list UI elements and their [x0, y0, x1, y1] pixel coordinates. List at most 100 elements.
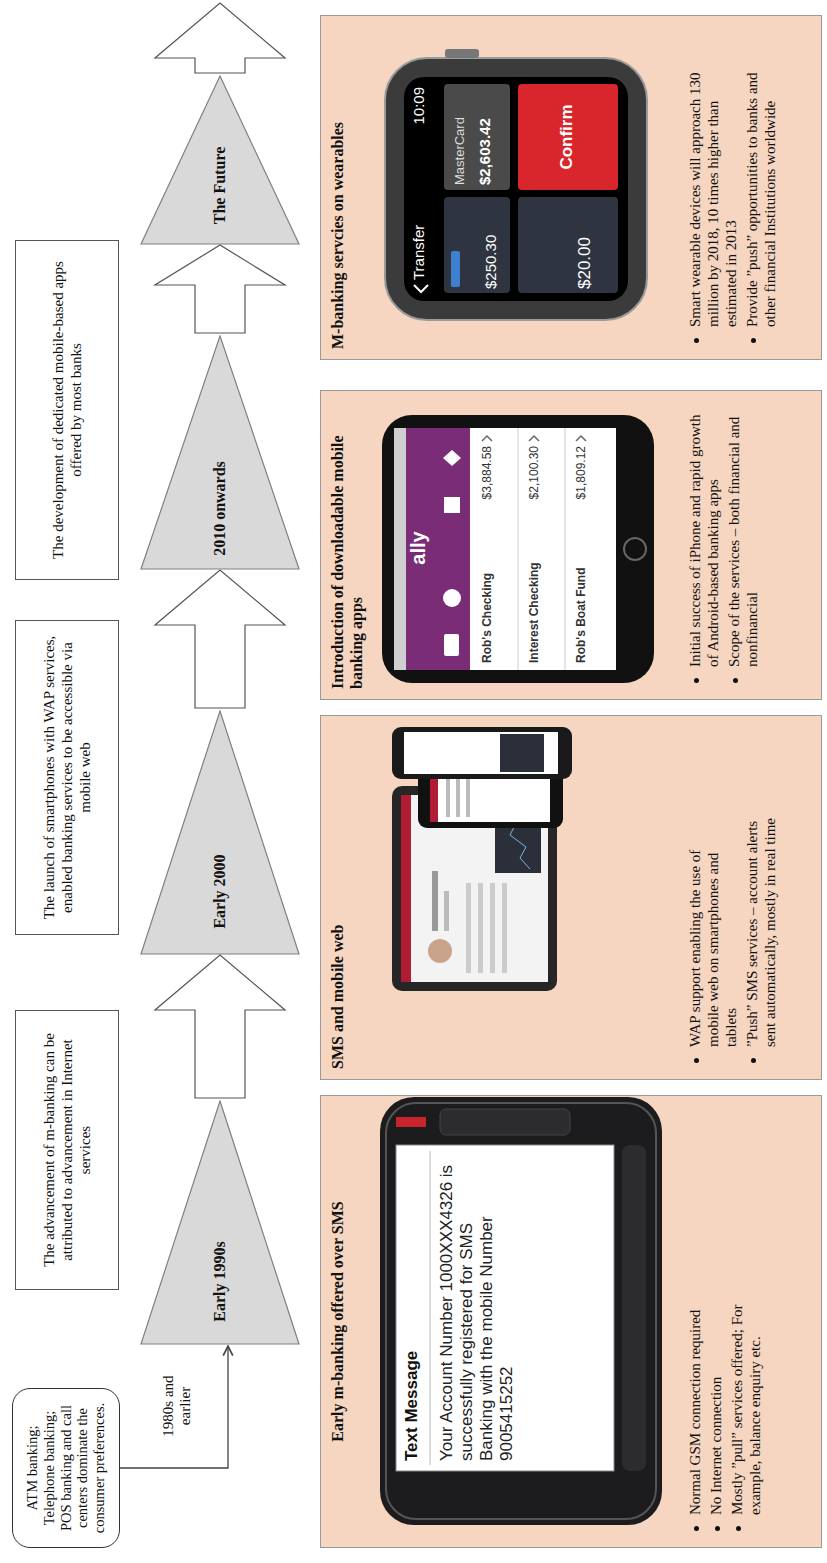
triangle-shape [141, 711, 299, 954]
bullet-text: Initial success of iPhone and rapid grow… [686, 408, 722, 667]
screen-text: Your Account Number 1000XXX4326 is succe… [437, 1161, 517, 1461]
status-bar [394, 428, 406, 670]
note-text: The launch of smartphones with WAP servi… [40, 633, 94, 922]
chart-tile [500, 734, 544, 772]
note-box: The development of dedicated mobile-base… [15, 240, 119, 580]
era-panel: Introduction of downloadable mobile bank… [320, 390, 822, 700]
avatar [428, 939, 452, 963]
era-triangle: The Future [140, 75, 300, 245]
phone-body [382, 415, 654, 683]
watch-screen [404, 77, 628, 301]
edge-label: 1980s and earlier [160, 1357, 195, 1455]
screen-text: MasterCard [452, 87, 467, 185]
panel-ground [320, 1095, 822, 1548]
phone-screen [396, 1145, 614, 1471]
bullet-dot [751, 338, 756, 343]
screen-text: $2,603.42 [476, 87, 494, 185]
screen-text: Interest Checking [527, 535, 541, 663]
bullet-item: ”Push” SMS services – account alerts sen… [743, 813, 779, 1063]
bullet-list: Normal GSM connection requiredNo Interne… [686, 1256, 767, 1531]
start-box: ATM banking; Telephone banking; POS bank… [12, 1388, 120, 1548]
bullet-text: Smart wearable devices will approach 130… [686, 43, 740, 327]
screen-text: ally [407, 518, 431, 578]
watch-crown [445, 49, 479, 58]
bullet-item: Provide ”push” opportunities to banks an… [743, 43, 779, 343]
block-arrow [155, 245, 285, 333]
panel-title: SMS and mobile web [329, 726, 348, 1069]
note-text: The development of dedicated mobile-base… [49, 253, 85, 567]
era-label: Early 2000 [211, 840, 229, 943]
note-box: The advancement of m-banking can be attr… [15, 1010, 119, 1290]
era-label: 2010 onwards [211, 459, 229, 558]
home-button [624, 538, 646, 560]
era-triangle: Early 2000 [140, 710, 300, 955]
screen-header [401, 795, 411, 982]
screen-text: Rob's Boat Fund [574, 535, 588, 663]
screen-header [430, 772, 438, 822]
bullet-list: Initial success of iPhone and rapid grow… [686, 408, 764, 683]
confirm-button [518, 84, 618, 190]
era-label: Early 1990s [211, 1230, 229, 1333]
screen-text: $250.30 [482, 199, 500, 289]
bullet-dot [736, 1526, 741, 1531]
watch-tile [518, 197, 618, 293]
screen-line [446, 779, 450, 817]
screen-text: 10:09 [410, 87, 428, 163]
era-panel: SMS and mobile web WAP support enabling t… [320, 715, 822, 1080]
screen-line [466, 883, 471, 973]
screen-line [466, 779, 470, 817]
phone-keys [440, 1109, 570, 1135]
bullet-item: Smart wearable devices will approach 130… [686, 43, 740, 343]
screen-text: Confirm [557, 84, 577, 190]
bullet-item: No Internet connection [707, 1256, 725, 1531]
screen-text: $1,809.12 [574, 446, 588, 528]
era-label-box: Early 1990s [140, 1230, 300, 1333]
phone-screen [430, 772, 550, 822]
screen-text: $3,884.58 [480, 446, 494, 528]
panel-title: Introduction of downloadable mobile bank… [329, 401, 367, 689]
bullet-text: Mostly ”pull” services offered; For exam… [728, 1256, 764, 1515]
bullet-dot [694, 678, 699, 683]
bullet-dot [694, 1526, 699, 1531]
screen-rule [430, 1151, 431, 1465]
panel-ground [320, 15, 822, 360]
era-panel: Early m-banking offered over SMS Normal G… [320, 1095, 822, 1548]
era-label-box: 2010 onwards [140, 459, 300, 558]
phone-button [396, 1117, 426, 1127]
bullet-item: Initial success of iPhone and rapid grow… [686, 408, 722, 683]
note-text: The advancement of m-banking can be attr… [40, 1023, 94, 1277]
phone-body [380, 1097, 662, 1525]
bullet-list: WAP support enabling the use of mobile w… [686, 813, 782, 1063]
screen-line [490, 883, 495, 973]
screen-line [478, 883, 483, 973]
era-triangle: Early 1990s [140, 1100, 300, 1345]
bullet-list: Smart wearable devices will approach 130… [686, 43, 782, 343]
app-header [406, 428, 470, 670]
block-arrow [155, 955, 285, 1098]
screen-line [456, 779, 460, 817]
bullet-dot [751, 1058, 756, 1063]
bullet-text: Scope of the services – both financial a… [725, 408, 761, 667]
triangle-shape [141, 1101, 299, 1344]
era-label-box: The Future [140, 138, 300, 233]
app-icon [444, 497, 460, 513]
bullet-dot [694, 1058, 699, 1063]
screen-line [432, 871, 438, 931]
watch-body [385, 58, 647, 320]
bullet-text: Provide ”push” opportunities to banks an… [743, 43, 779, 327]
bullet-text: No Internet connection [707, 1377, 725, 1515]
bullet-text: ”Push” SMS services – account alerts sen… [743, 813, 779, 1047]
bullet-dot [733, 678, 738, 683]
panel-title: Early m-banking offered over SMS [329, 1106, 348, 1537]
triangle-shape [141, 76, 299, 244]
phone-rim [386, 1103, 656, 1519]
app-icon [444, 634, 459, 656]
note-box: The launch of smartphones with WAP servi… [15, 620, 119, 935]
bullet-item: Normal GSM connection required [686, 1256, 704, 1531]
screen-text: Transfer [410, 180, 428, 280]
row-chevron [482, 436, 492, 441]
bullet-text: Normal GSM connection required [686, 1310, 704, 1515]
bullet-dot [715, 1526, 720, 1531]
row-chevron [529, 436, 539, 441]
phone-keys [622, 1145, 646, 1471]
